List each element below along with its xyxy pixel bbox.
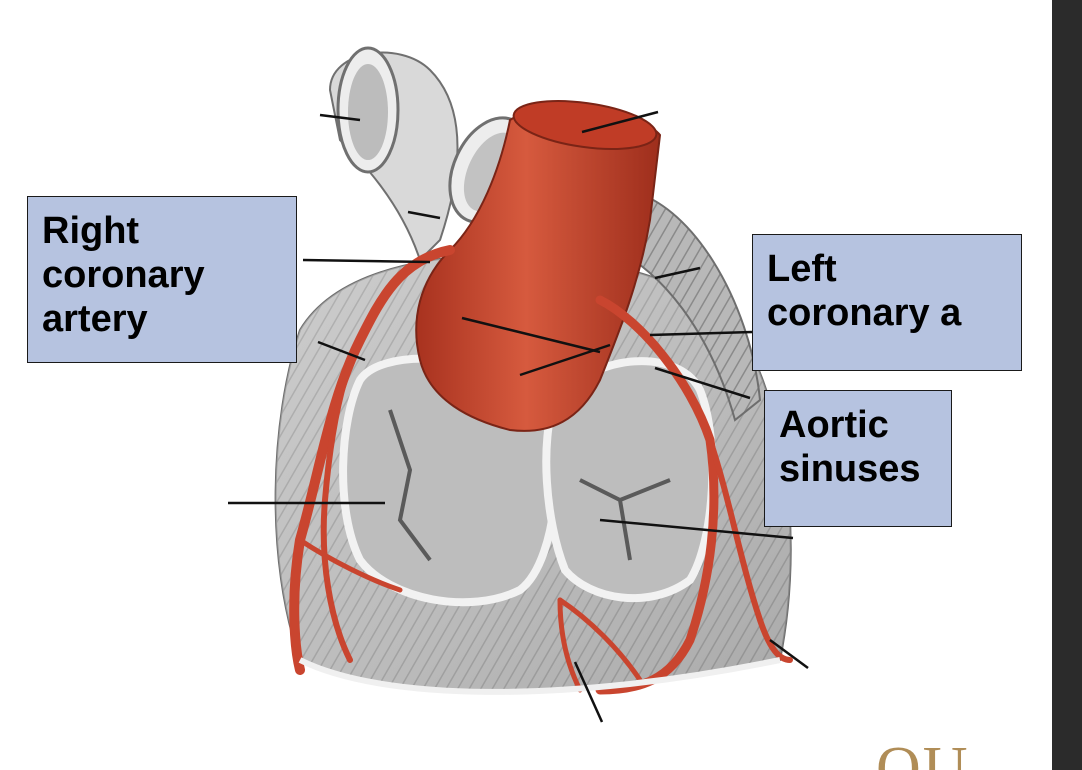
label-left-coronary-artery: Left coronary a bbox=[752, 234, 1022, 371]
right-side-bar bbox=[1052, 0, 1082, 770]
slide: Right coronary artery Left coronary a Ao… bbox=[27, 46, 1022, 770]
leader-lines bbox=[228, 110, 809, 723]
ou-logo: OU bbox=[876, 735, 970, 770]
coronary-arteries bbox=[289, 245, 793, 695]
heart-illustration bbox=[228, 46, 809, 723]
label-right-coronary-artery: Right coronary artery bbox=[27, 196, 297, 363]
left-auricle bbox=[613, 188, 762, 422]
aortic-opening bbox=[512, 100, 658, 150]
label-aortic-sinuses: Aortic sinuses bbox=[764, 390, 952, 527]
